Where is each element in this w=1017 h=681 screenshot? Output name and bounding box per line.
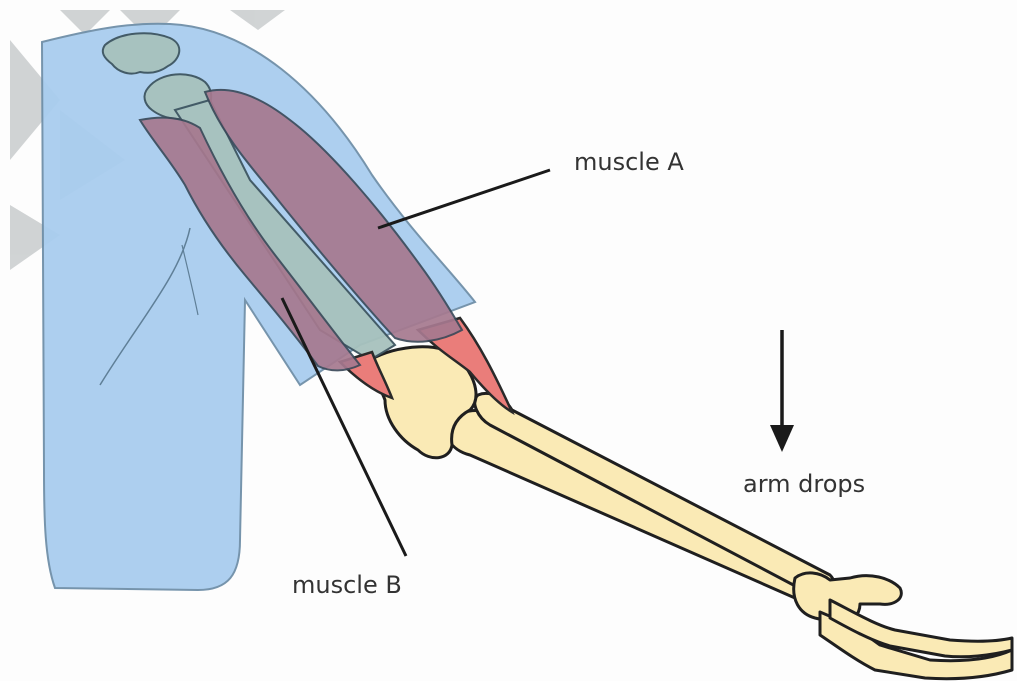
watermark-triangle [230, 10, 285, 30]
label-arm-drops: arm drops [743, 470, 865, 498]
label-muscle-a: muscle A [574, 148, 684, 176]
forearm-bones [370, 347, 1012, 679]
leader-line-muscle-a [378, 170, 550, 228]
radius-bone [445, 411, 810, 599]
down-arrow-icon [770, 330, 794, 452]
label-muscle-b: muscle B [292, 571, 402, 599]
